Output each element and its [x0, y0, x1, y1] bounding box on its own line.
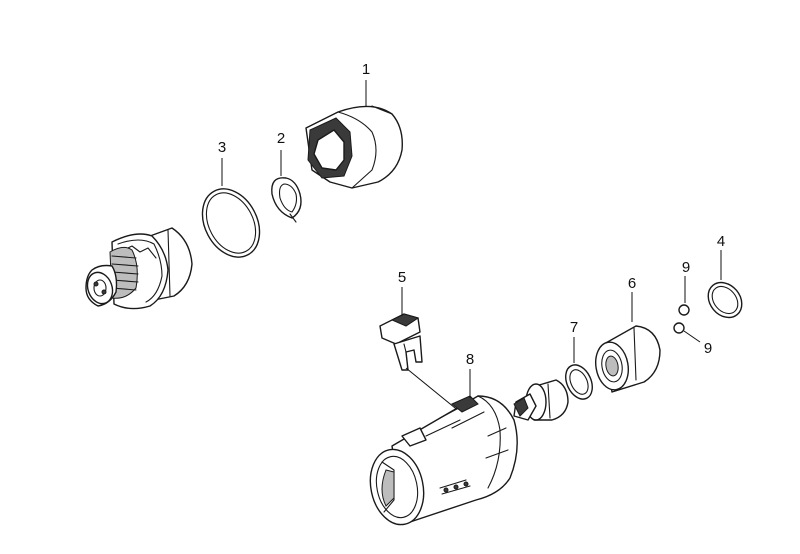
part-3-large-o-ring [201, 188, 261, 258]
callout-3: 3 [218, 139, 226, 156]
leader-5-to-8 [405, 367, 461, 413]
callout-9-lower: 9 [704, 340, 712, 357]
callout-9-upper: 9 [682, 259, 690, 276]
part-9-ball-upper [678, 304, 690, 316]
part-5-fork-clip [379, 313, 423, 371]
part-8-main-housing [369, 395, 518, 526]
callout-7: 7 [570, 319, 578, 336]
part-7-small-o-ring [565, 364, 593, 400]
callout-5: 5 [398, 269, 406, 286]
callout-2: 2 [277, 130, 285, 147]
part-1-hex-cap [305, 105, 403, 189]
callout-4: 4 [717, 233, 725, 250]
callout-1: 1 [362, 61, 370, 78]
leader-9-lower [683, 330, 701, 343]
part-6-collar-sleeve [595, 325, 661, 393]
callout-8: 8 [466, 351, 474, 368]
threaded-hex-body [85, 227, 193, 310]
valve-insert [513, 379, 569, 421]
part-2-spring-clip [271, 177, 302, 223]
part-9-ball-lower [673, 322, 685, 334]
part-4-o-ring [707, 281, 743, 319]
callout-6: 6 [628, 275, 636, 292]
